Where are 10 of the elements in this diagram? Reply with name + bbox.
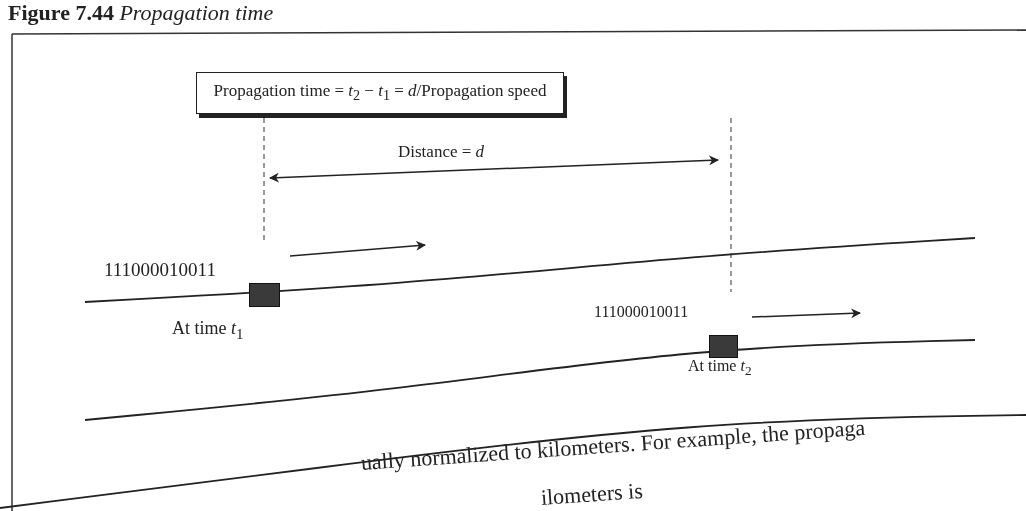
signal-block (249, 283, 280, 307)
distance-label: Distance = d (398, 142, 485, 162)
time-caption: At time t$_{1}$ (172, 318, 244, 343)
body-text: ilometers is (540, 477, 644, 511)
formula-text: Propagation time = t$_{2}$ − t$_{1}$ = d/Propagation speed (213, 81, 547, 105)
bit-sequence: 111000010011 (104, 259, 216, 281)
bit-sequence: 111000010011 (594, 303, 689, 321)
time-caption: At time t$_{2}$ (688, 357, 752, 380)
figure-title: Figure 7.44 Propagation time (8, 0, 274, 26)
signal-block (709, 335, 738, 358)
